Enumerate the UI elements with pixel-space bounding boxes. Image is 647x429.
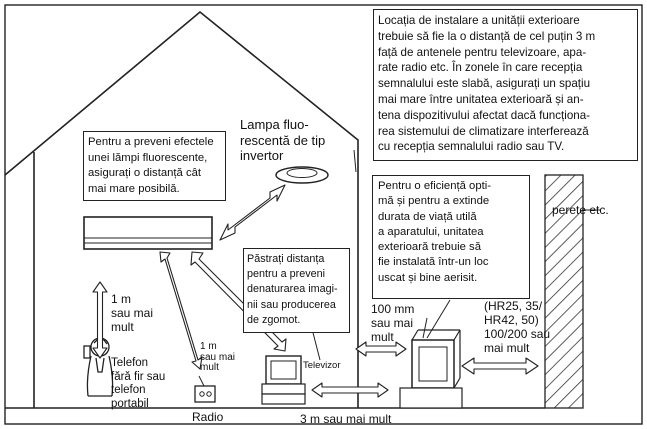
phone-label: Telefon fără fir sau telefon portabil: [111, 357, 166, 410]
wall-label: perete etc.: [552, 203, 609, 217]
lamp-icon: [275, 166, 329, 184]
tv-label: Televizor: [303, 360, 341, 371]
distance-100-label: 100 mm sau mai mult: [371, 302, 415, 344]
note-fluorescent: Pentru a preveni efectele unei lămpi flu…: [83, 131, 226, 201]
note-tv-distance: Păstrați distanța pentru a preveni denat…: [243, 248, 350, 333]
tv-icon: [261, 355, 306, 405]
outdoor-unit: [399, 329, 463, 409]
outside-wall: [544, 174, 584, 409]
note-efficiency: Pentru o eficiență opti- mă și pentru a …: [372, 175, 530, 299]
lamp-label: Lampa fluo- rescentă de tip invertor: [240, 117, 326, 163]
radio-label: Radio: [192, 410, 224, 424]
note-outdoor-location: Locația de instalare a unității exterioa…: [373, 9, 638, 161]
radio-icon: [194, 375, 216, 403]
phone-distance-label: 1 m sau mai mult: [111, 292, 154, 334]
frame: [4, 4, 643, 425]
radio-distance-label: 1 m sau mai mult: [200, 341, 236, 373]
house-outline: [4, 10, 359, 408]
model-distance-label: (HR25, 35/ HR42, 50) 100/200 sau mai mul…: [484, 299, 551, 355]
floor-distance-label: 3 m sau mai mult: [300, 412, 392, 426]
indoor-unit: [83, 216, 213, 250]
